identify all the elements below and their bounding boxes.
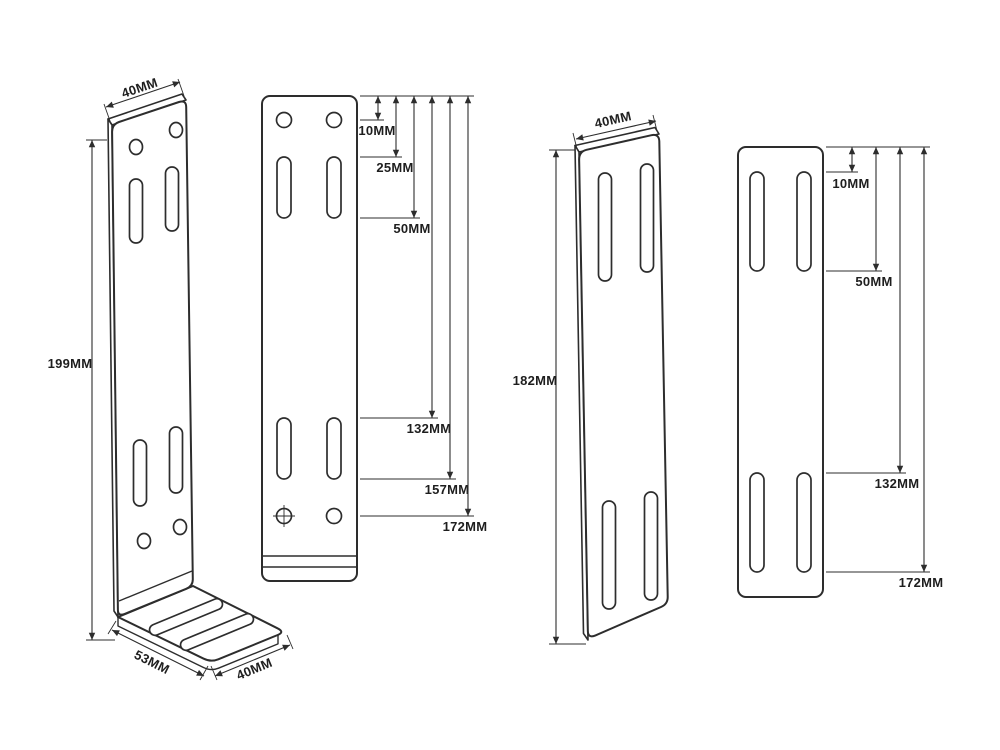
- extension-line: [572, 132, 578, 150]
- round-hole: [172, 518, 188, 536]
- dimension-label: 199MM: [48, 356, 93, 371]
- dimension-132mm: 132MM: [875, 147, 920, 491]
- dimension-line: [214, 644, 291, 677]
- slot-hole: [749, 472, 765, 573]
- dimension-10mm: 10MM: [358, 96, 395, 138]
- round-hole: [136, 532, 152, 550]
- slot-hole: [597, 172, 613, 282]
- dimension-label: 40MM: [119, 75, 159, 101]
- slot-hole: [128, 178, 144, 244]
- dimension-height: 182MM: [513, 149, 586, 645]
- dimension-157mm: 157MM: [425, 96, 470, 497]
- flat-bracket-front-view: 10MM 50MM 132MM 172MM: [737, 146, 944, 598]
- dimension-50mm: 50MM: [393, 96, 430, 236]
- dimension-label: 53MM: [132, 647, 172, 677]
- round-hole: [325, 507, 343, 525]
- dimension-label: 132MM: [407, 421, 452, 436]
- slot-hole: [639, 163, 655, 273]
- dimension-label: 172MM: [443, 519, 488, 534]
- dimension-172mm: 172MM: [443, 96, 488, 534]
- dimension-label: 132MM: [875, 476, 920, 491]
- slot-hole: [276, 156, 292, 219]
- dimension-10mm: 10MM: [832, 147, 869, 191]
- round-hole: [128, 138, 144, 156]
- extension-line: [107, 620, 117, 635]
- slot-hole: [796, 472, 812, 573]
- dimension-label: 50MM: [393, 221, 430, 236]
- l-bracket-isometric-view: 40MM 199MM 53MM 40MM: [48, 75, 294, 683]
- slot-hole: [164, 166, 180, 232]
- extension-line: [286, 634, 294, 650]
- round-hole: [168, 121, 184, 139]
- extension-line: [177, 78, 185, 97]
- round-hole: [325, 111, 343, 129]
- extension-line: [103, 103, 111, 122]
- bend-line: [118, 570, 193, 602]
- slot-hole: [601, 500, 617, 610]
- dimension-label: 157MM: [425, 482, 470, 497]
- slot-hole: [796, 171, 812, 272]
- slot-hole: [326, 156, 342, 219]
- slot-hole: [276, 417, 292, 480]
- dimension-50mm: 50MM: [855, 147, 892, 289]
- slot-hole: [132, 439, 148, 507]
- dimension-label: 10MM: [832, 176, 869, 191]
- slot-hole: [326, 417, 342, 480]
- l-bracket-front-view: 10MM 25MM 50MM 132MM 157MM 172MM: [261, 95, 488, 582]
- l-bracket-plate-outline: [111, 100, 194, 616]
- dimension-line: [111, 629, 205, 677]
- dimension-132mm: 132MM: [407, 96, 452, 436]
- extension-line: [199, 665, 209, 681]
- dimension-label: 50MM: [855, 274, 892, 289]
- extension-line: [210, 665, 218, 681]
- dimension-height: 199MM: [48, 139, 115, 641]
- dimension-label: 10MM: [358, 123, 395, 138]
- dimension-172mm: 172MM: [899, 147, 944, 590]
- slot-hole: [749, 171, 765, 272]
- dimension-25mm: 25MM: [376, 96, 413, 175]
- dimension-line: [105, 81, 181, 108]
- dimension-label: 182MM: [513, 373, 558, 388]
- slot-hole: [643, 491, 659, 601]
- dimension-label: 25MM: [376, 160, 413, 175]
- slot-hole: [168, 426, 184, 494]
- dimension-line: [575, 119, 657, 141]
- dimension-label: 172MM: [899, 575, 944, 590]
- round-hole: [275, 111, 293, 129]
- flat-bracket-isometric-view: 40MM 182MM: [513, 108, 669, 645]
